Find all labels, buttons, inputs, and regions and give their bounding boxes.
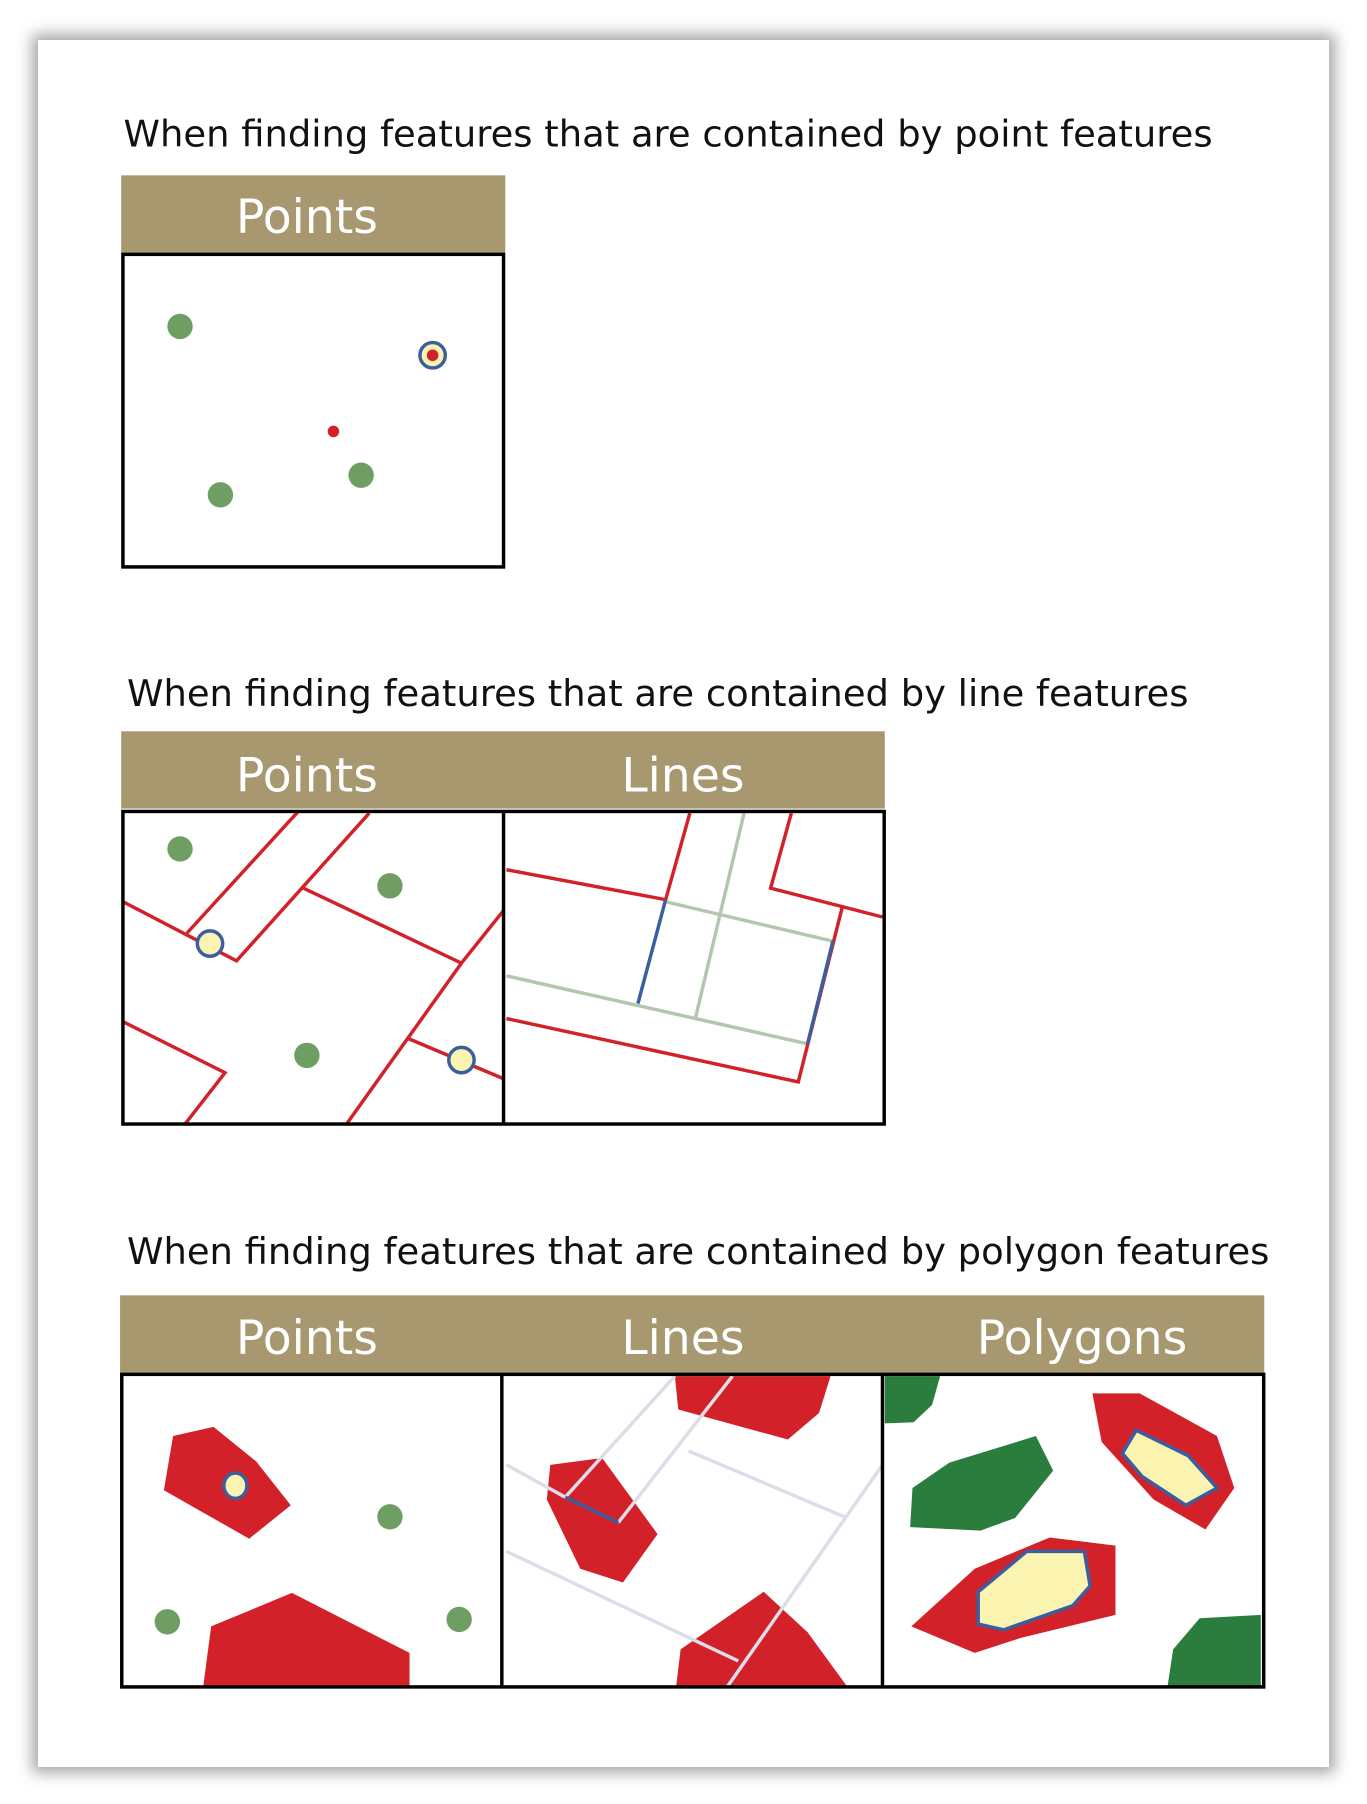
header-lines: Lines [621,748,744,803]
point-feature [207,482,234,508]
section-title-points: When finding features that are contained… [123,112,1212,155]
panel-points-in-polygons [122,1374,502,1688]
panel-polygons-in-polygons [882,1374,1264,1688]
header-bar [120,1295,1265,1373]
panel-points-in-lines [122,810,505,1126]
panel-borders [121,809,886,1126]
header-bar [121,175,506,253]
header-bar [121,731,885,809]
panel-lines-in-lines [503,811,885,1125]
point-feature-red [327,425,340,438]
panel-points [121,252,506,569]
header-lines: Lines [621,1311,744,1366]
header-points: Points [236,1311,378,1366]
section-title-polygons: When finding features that are contained… [127,1230,1269,1273]
point-feature [348,462,374,488]
header-points: Points [236,190,378,245]
section-title-lines: When finding features that are contained… [127,672,1189,715]
point-feature [167,313,193,340]
panel-lines-in-polygons [501,1374,884,1689]
header-polygons: Polygons [977,1311,1187,1366]
header-points: Points [236,748,378,803]
panel-borders [120,1372,1266,1689]
selected-point [418,340,448,370]
